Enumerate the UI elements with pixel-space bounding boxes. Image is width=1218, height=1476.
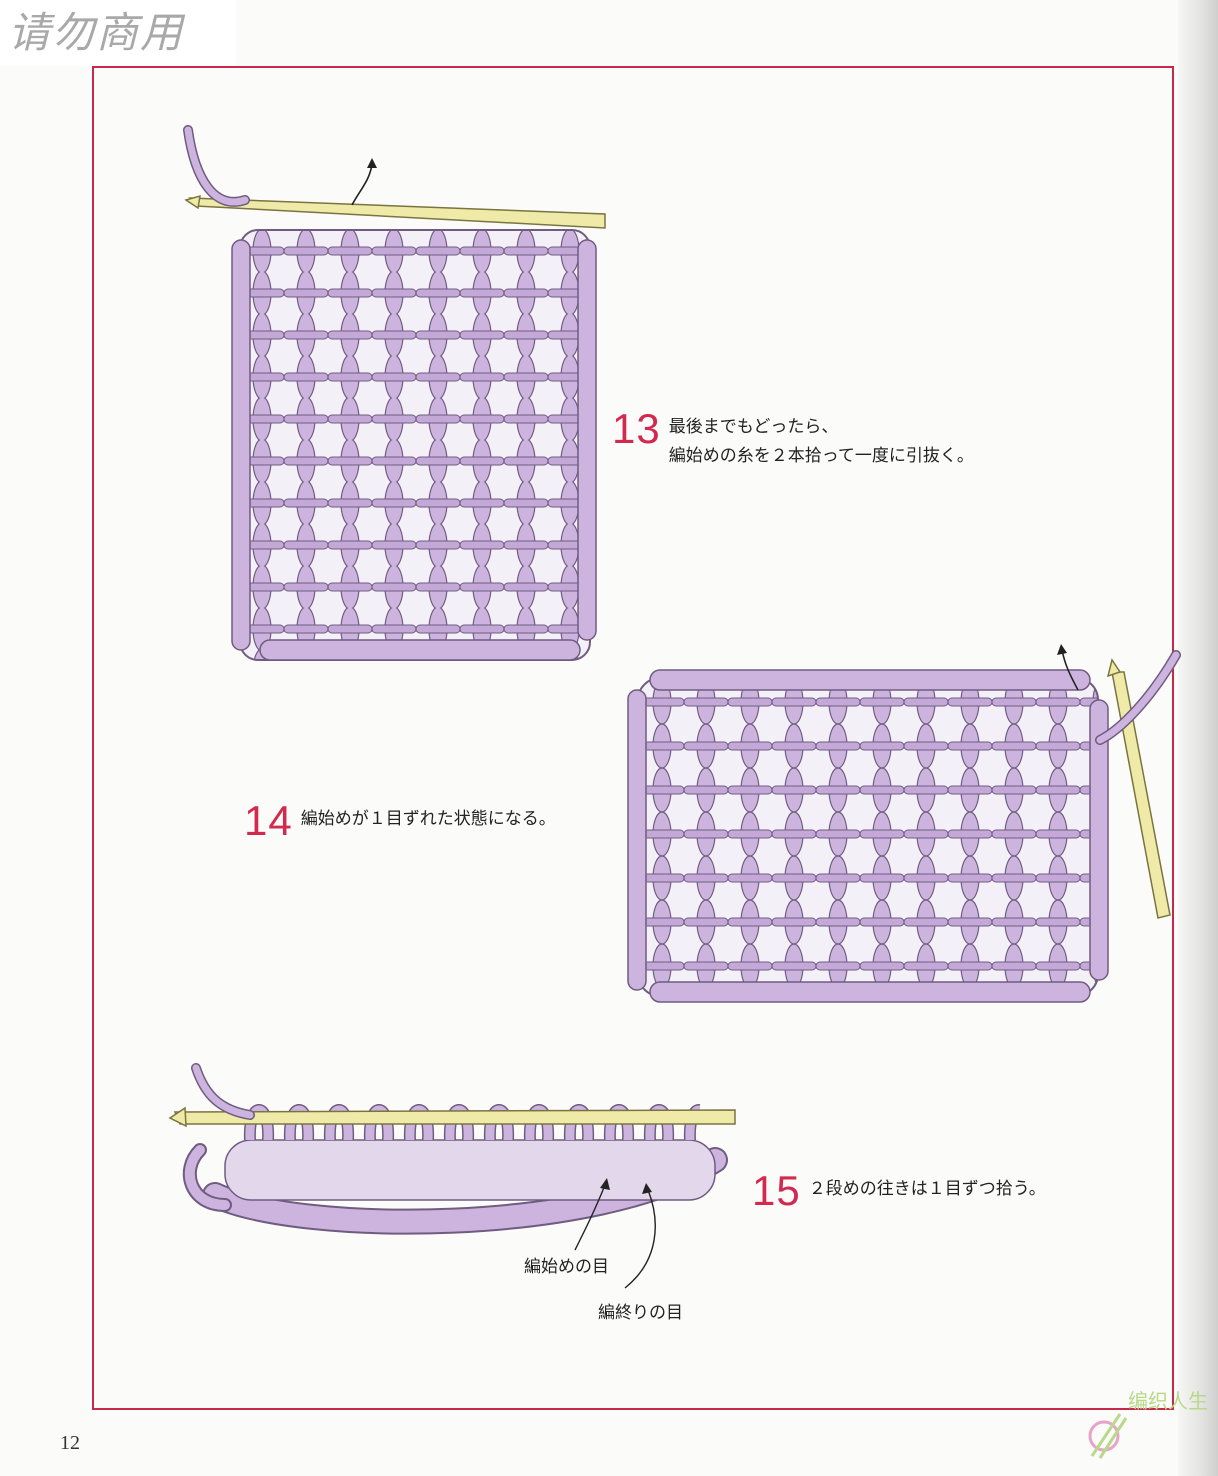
book-spine-shadow xyxy=(1178,0,1218,1476)
swatch-15 xyxy=(182,1100,728,1235)
logo-text: 编织人生 xyxy=(1128,1389,1208,1413)
yarn-tail-15 xyxy=(191,1063,255,1120)
pointer-start-stitch xyxy=(574,1178,610,1251)
hook-14 xyxy=(1106,658,1171,919)
swatch-13 xyxy=(231,229,597,661)
page-number: 12 xyxy=(60,1432,80,1454)
step-number: 15 xyxy=(752,1167,801,1214)
step-15: 15 ２段めの往きは１目ずつ拾う。 xyxy=(752,1170,1046,1212)
step-instruction: 最後までもどったら、 編始めの糸を２本拾って一度に引抜く。 xyxy=(668,417,974,466)
arrow-icon xyxy=(1057,644,1079,691)
step-number: 13 xyxy=(612,405,661,452)
step-instruction: 編始めが１目ずれた状態になる。 xyxy=(300,809,556,829)
pointer-end-stitch xyxy=(624,1183,656,1289)
hook-13 xyxy=(184,194,606,229)
label-start-stitch: 編始めの目 xyxy=(524,1257,609,1277)
yarn-tail-14 xyxy=(1095,650,1181,745)
page-frame xyxy=(92,66,1174,1410)
yarn-tail-13 xyxy=(183,125,250,207)
step-instruction: ２段めの往きは１目ずつ拾う。 xyxy=(808,1179,1046,1199)
swatch-14 xyxy=(627,669,1109,1003)
step-number: 14 xyxy=(244,797,293,844)
site-logo: 编织人生 xyxy=(1088,1389,1208,1459)
arrow-icon xyxy=(351,158,377,206)
step-14: 14 編始めが１目ずれた状態になる。 xyxy=(244,800,556,842)
watermark-text: 请勿商用 xyxy=(0,0,236,66)
label-end-stitch: 編終りの目 xyxy=(598,1303,683,1323)
hook-15 xyxy=(168,1106,736,1128)
step-13: 13 最後までもどったら、 編始めの糸を２本拾って一度に引抜く。 xyxy=(612,408,974,471)
